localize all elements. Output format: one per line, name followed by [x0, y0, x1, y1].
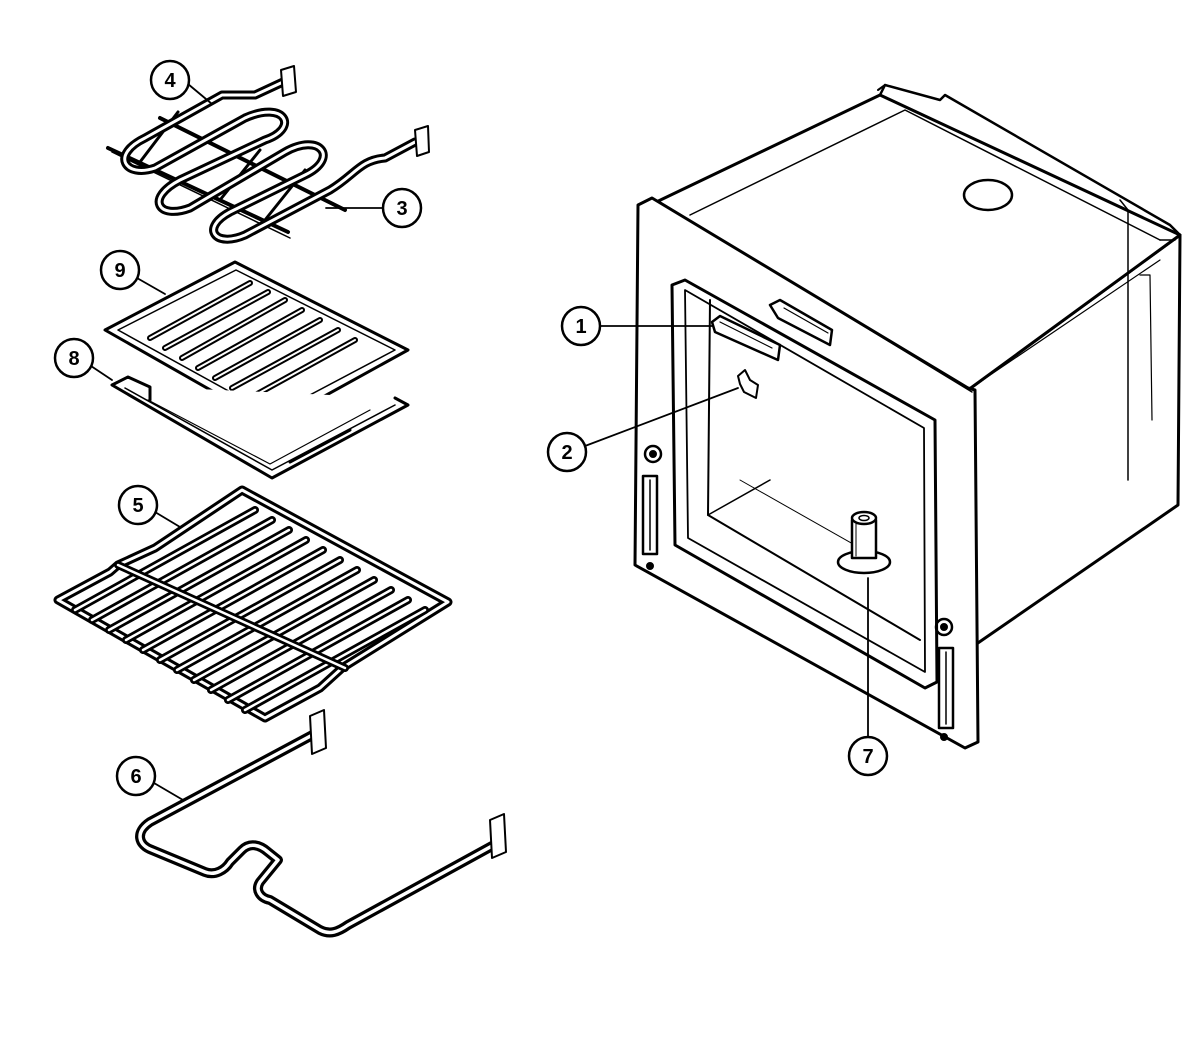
broiler-pan-insert — [103, 260, 410, 427]
callout-4: 4 — [149, 59, 213, 105]
callout-1: 1 — [560, 305, 713, 347]
callout-label-5: 5 — [132, 495, 143, 517]
callout-3: 3 — [325, 187, 423, 229]
callout-label-4: 4 — [164, 70, 176, 92]
broil-element-assembly — [106, 65, 430, 244]
callout-label-6: 6 — [130, 766, 141, 788]
callout-5: 5 — [117, 484, 181, 528]
callout-label-9: 9 — [114, 260, 125, 282]
callout-label-7: 7 — [862, 746, 873, 768]
bake-element — [135, 709, 507, 938]
callout-label-3: 3 — [396, 198, 407, 220]
callout-7: 7 — [847, 577, 889, 777]
callout-8: 8 — [53, 337, 113, 381]
callout-label-1: 1 — [575, 316, 586, 338]
oven-rack — [53, 485, 453, 723]
callouts: 4 3 9 8 5 6 — [53, 59, 889, 801]
broiler-pan — [110, 375, 410, 480]
callout-label-2: 2 — [561, 442, 572, 464]
callout-6: 6 — [115, 755, 184, 801]
oven-cavity — [633, 83, 1182, 750]
callout-2: 2 — [546, 387, 739, 473]
callout-9: 9 — [99, 249, 166, 295]
callout-label-8: 8 — [68, 348, 79, 370]
